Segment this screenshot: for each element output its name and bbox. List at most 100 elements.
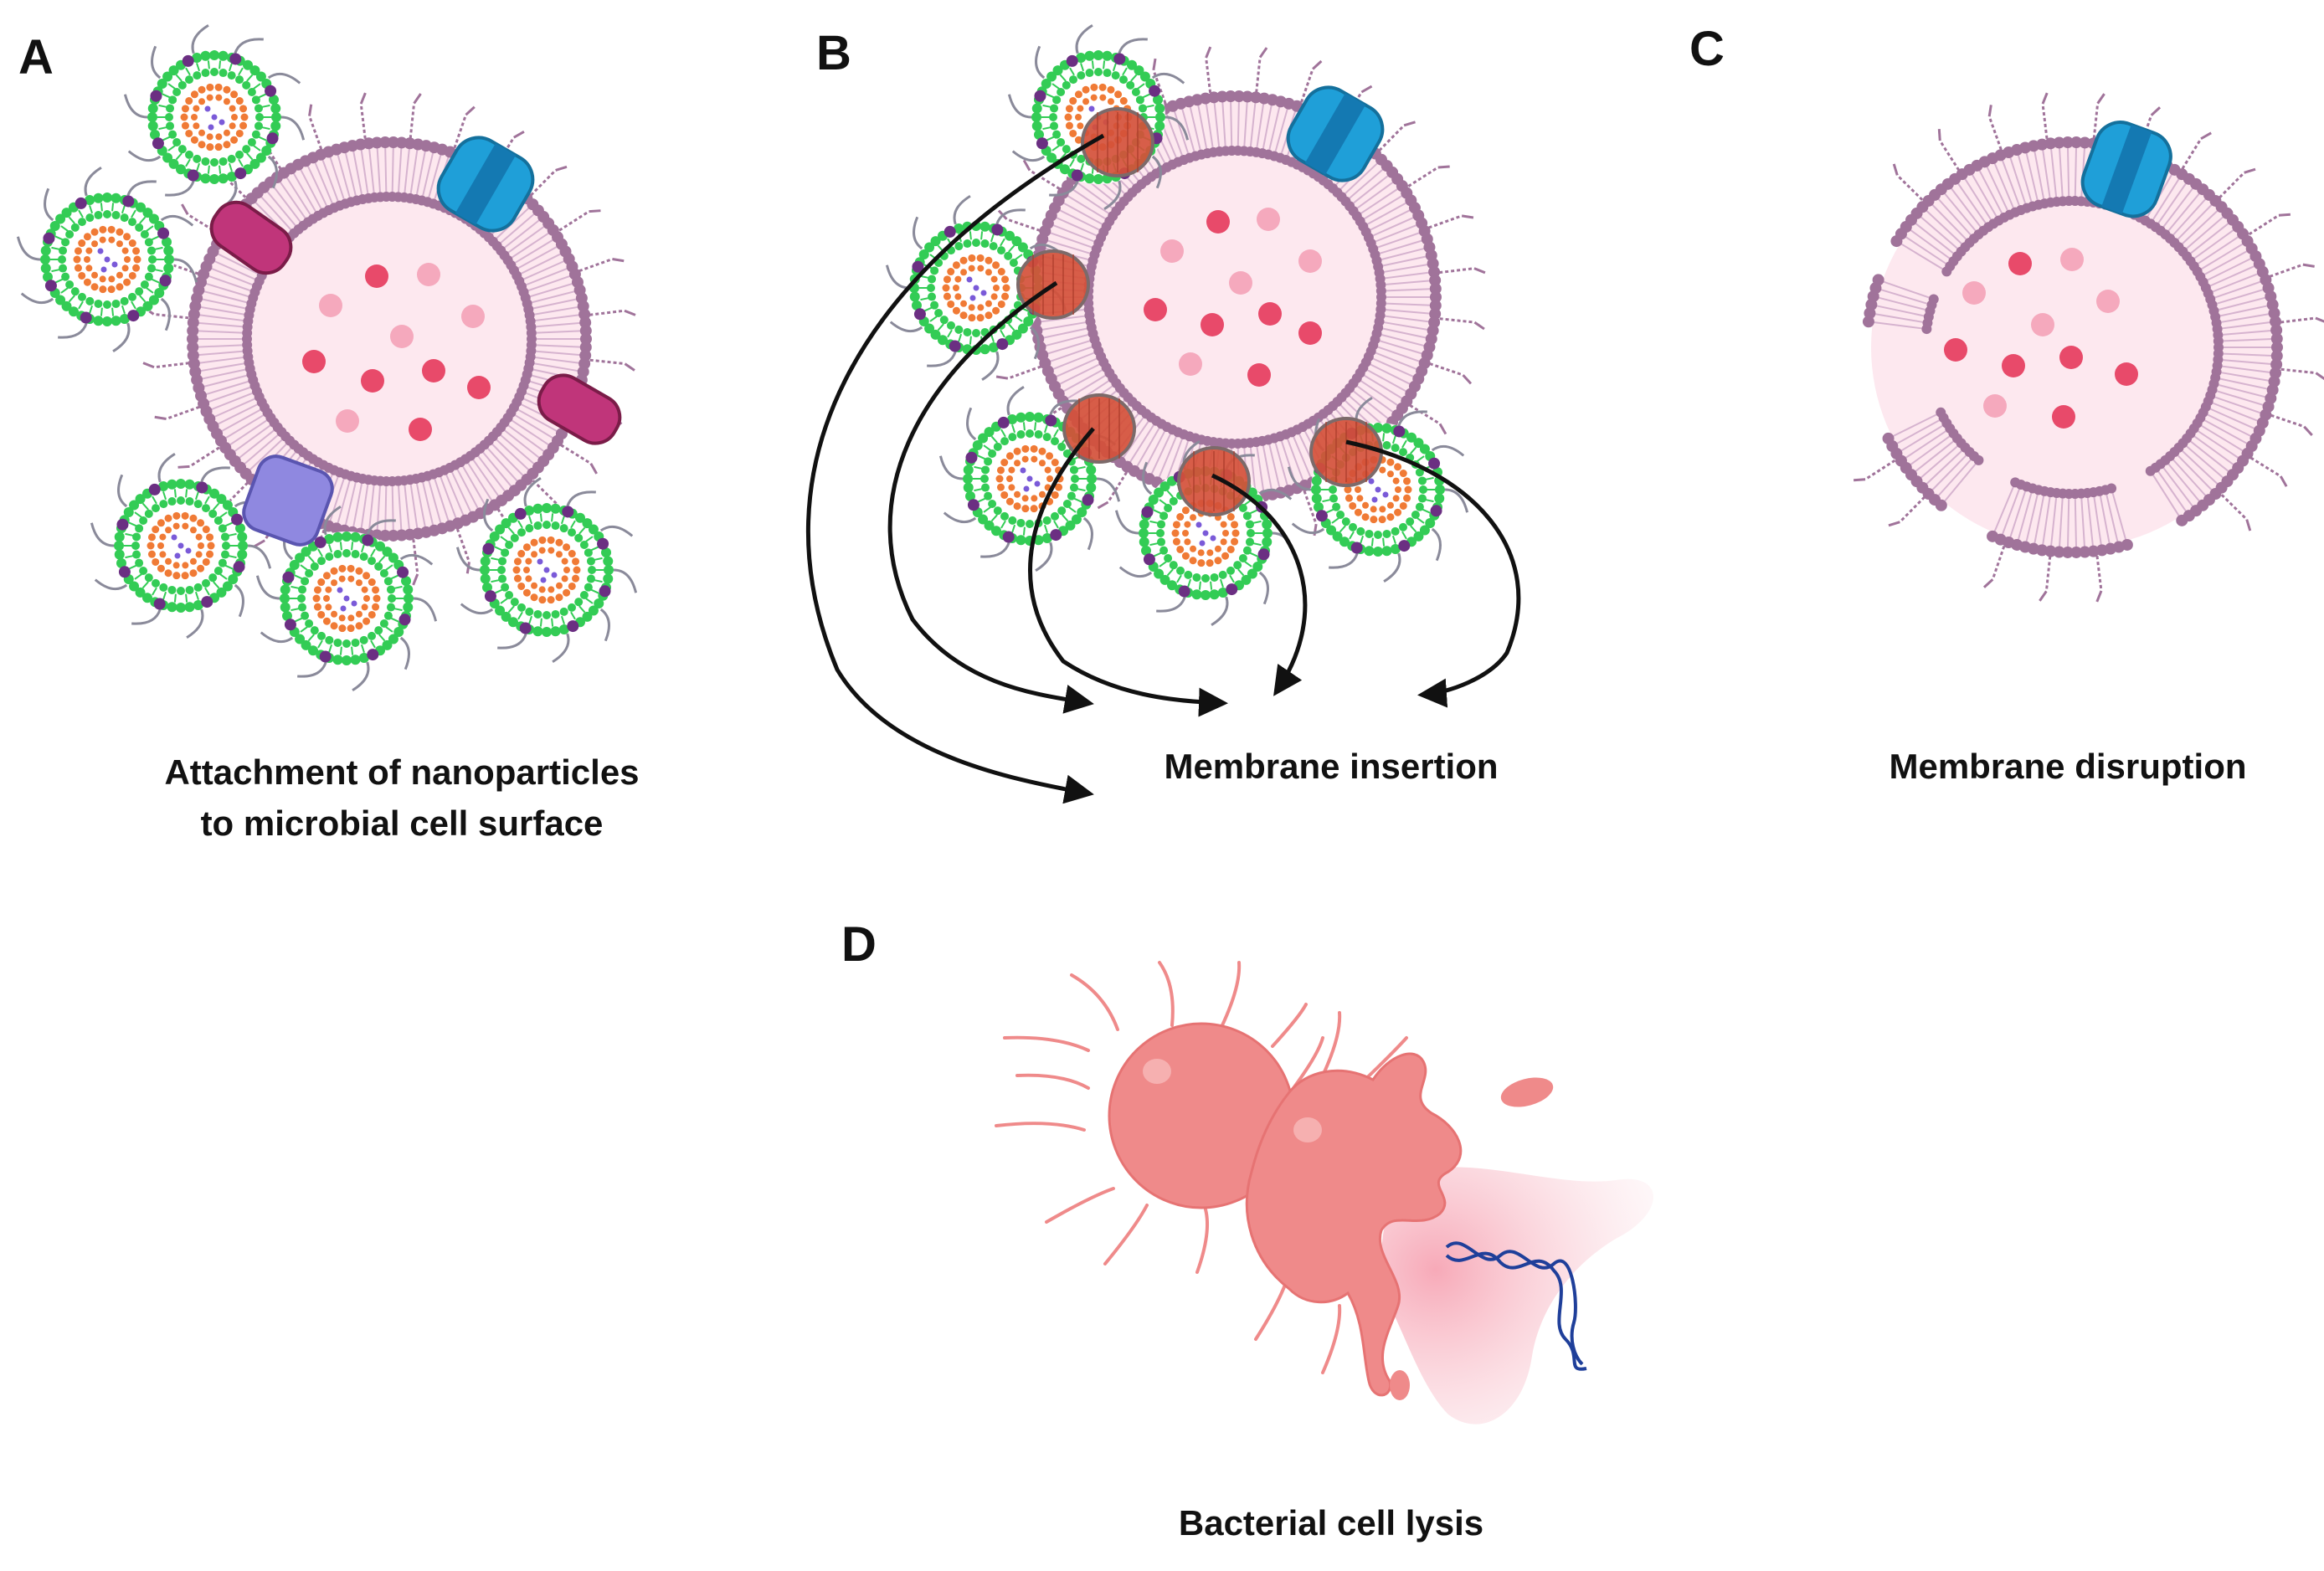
glycan-branch <box>465 105 476 116</box>
np-shell-inner <box>1008 466 1015 474</box>
np-lipid-outer <box>176 603 186 613</box>
np-ligand <box>997 416 1010 429</box>
lipid-tail <box>2182 209 2219 244</box>
lipid-tail <box>404 148 410 193</box>
glycan-branch <box>513 131 525 139</box>
lipid-tail <box>1173 110 1190 154</box>
np-tail <box>1382 537 1386 547</box>
np-lipid-outer <box>49 220 60 231</box>
lipid-tail <box>2086 497 2094 547</box>
lipid-head-outer <box>1224 90 1237 103</box>
np-tail <box>1244 561 1252 567</box>
np-lipid-outer <box>1077 507 1087 518</box>
lipid-tail <box>409 484 419 529</box>
np-shell-outer <box>952 261 960 270</box>
np-shell-outer <box>181 105 189 113</box>
glycan-chain <box>1439 267 1475 275</box>
np-lipid-outer <box>307 645 318 656</box>
np-lipid-inner <box>220 550 229 559</box>
lipid-tail <box>238 429 275 459</box>
np-lipid-outer <box>116 557 126 568</box>
peg-chain <box>1329 552 1359 569</box>
lipid-head-outer <box>2270 316 2282 328</box>
np-cargo <box>171 534 177 541</box>
np-shell-inner <box>84 256 90 263</box>
np-lipid-outer <box>1201 590 1211 600</box>
np-lipid-inner <box>988 449 997 458</box>
lipid-tail <box>404 485 410 530</box>
np-ligand <box>1226 583 1238 596</box>
np-lipid-inner <box>1103 69 1112 78</box>
np-lipid-inner <box>1077 154 1086 163</box>
np-tail <box>560 615 565 624</box>
np-shell-outer <box>522 588 531 597</box>
np-shell-inner <box>1379 506 1386 513</box>
panel-label-c: C <box>1689 22 1725 76</box>
np-lipid-outer <box>162 152 173 163</box>
np-tail <box>1000 238 1005 247</box>
np-cargo <box>537 558 543 565</box>
glycan-chain <box>2219 172 2245 199</box>
glycan-chain <box>1991 546 2006 580</box>
glycan-chain <box>1987 116 2003 151</box>
blue-channel-a <box>436 136 535 233</box>
np-lipid-inner <box>159 500 168 509</box>
np-tail <box>154 269 163 273</box>
lipid-head-outer <box>1216 90 1228 103</box>
peg-chain <box>157 452 176 483</box>
np-lipid-inner <box>972 329 980 337</box>
np-ligand <box>157 227 170 239</box>
np-lipid-outer <box>937 335 948 346</box>
peg-chain <box>1258 571 1269 605</box>
np-tail <box>1417 455 1425 462</box>
lipid-tail <box>1920 445 1958 479</box>
lipid-tail <box>477 455 506 493</box>
lipid-head-outer <box>2087 545 2100 557</box>
np-ligand <box>1071 169 1083 182</box>
np-lipid-outer <box>55 295 66 305</box>
lipid-tail <box>1268 105 1281 151</box>
lipid-tail <box>517 245 558 270</box>
np-shell-inner <box>1014 490 1021 498</box>
np-cargo <box>1202 530 1209 537</box>
np-tail <box>1237 568 1245 577</box>
np-tail <box>491 579 500 583</box>
np-lipid-outer <box>575 512 586 523</box>
lipid-tail <box>1042 327 1087 339</box>
np-lipid-inner <box>383 611 393 620</box>
np-shell-outer <box>1172 521 1180 529</box>
peg-chain <box>455 547 481 572</box>
np-shell-outer <box>1065 121 1073 130</box>
np-lipid-outer <box>1017 323 1028 334</box>
lipid-tail <box>1372 216 1415 237</box>
lipid-tail <box>376 147 381 193</box>
inserted-particle <box>1177 446 1251 516</box>
lipid-tail <box>1878 296 1926 311</box>
lipid-tail <box>1165 113 1183 156</box>
lipid-tail <box>534 305 578 316</box>
np-cargo <box>1382 491 1389 498</box>
lipid-tail <box>1370 363 1411 385</box>
lipid-tail <box>428 154 442 198</box>
np-shell-outer <box>1349 501 1357 510</box>
np-lipid-outer <box>1262 519 1273 530</box>
np-lipid-inner <box>1245 537 1254 547</box>
dna-strand <box>1445 1241 1587 1371</box>
lipid-tail <box>515 239 554 264</box>
np-lipid-inner <box>1399 448 1408 457</box>
np-lipid-outer <box>114 541 124 551</box>
np-cargo <box>1023 485 1030 492</box>
np-lipid-outer <box>141 593 152 603</box>
np-lipid-outer <box>269 95 280 105</box>
glycan-chain <box>1107 471 1128 503</box>
peg-chain <box>1029 326 1040 360</box>
np-ligand <box>153 598 166 610</box>
lipid-tail <box>1356 385 1394 413</box>
np-tail <box>385 626 393 633</box>
lipid-tail <box>266 190 296 227</box>
np-shell-inner <box>347 614 355 622</box>
np-lipid-inner <box>177 80 187 90</box>
np-tail <box>920 297 929 301</box>
np-lipid-inner <box>1062 145 1071 154</box>
lipid-tail <box>1385 315 1430 323</box>
